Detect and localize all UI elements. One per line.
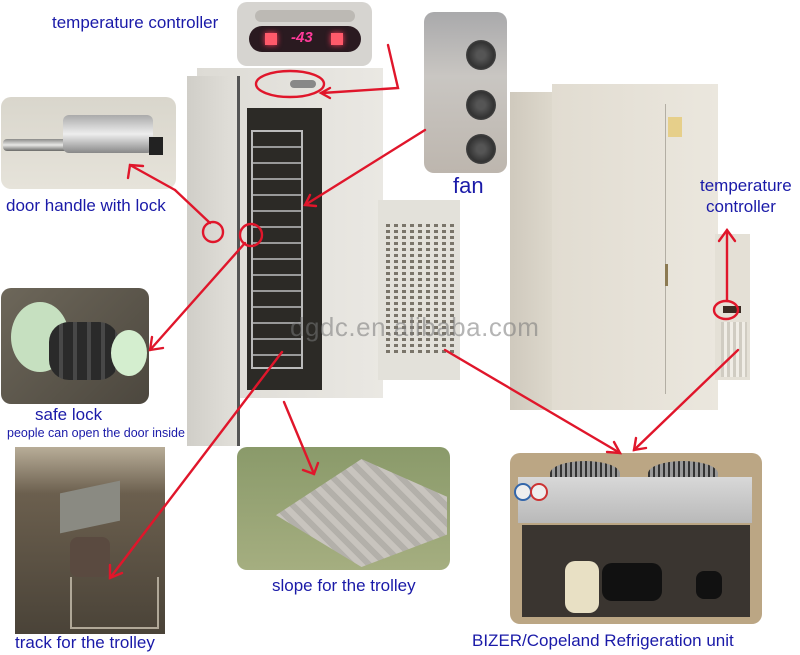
blast-chiller-cabinet-closed bbox=[510, 84, 750, 414]
vent-grille bbox=[382, 224, 458, 354]
label-fan: fan bbox=[453, 173, 484, 198]
label-temperature-controller-right-line2: controller bbox=[706, 197, 776, 216]
safe-lock-photo bbox=[1, 288, 149, 404]
label-safe-lock-note: people can open the door inside bbox=[7, 426, 185, 440]
label-door-handle: door handle with lock bbox=[6, 196, 166, 215]
unit-cover-panel bbox=[518, 477, 752, 523]
controller-display: -43 bbox=[249, 26, 361, 52]
condensing-unit-box bbox=[378, 200, 460, 380]
led-left-icon bbox=[265, 33, 277, 45]
label-temperature-controller-right: temperature controller bbox=[700, 175, 792, 217]
cabinet-door bbox=[187, 76, 240, 446]
label-refrigeration-unit: BIZER/Copeland Refrigeration unit bbox=[472, 631, 734, 650]
slope-ramp bbox=[276, 459, 447, 567]
side-unit bbox=[715, 234, 750, 380]
receiver-tank bbox=[565, 561, 599, 613]
label-track: track for the trolley bbox=[15, 633, 155, 652]
fan-icon bbox=[466, 134, 496, 164]
fan-photo bbox=[424, 12, 507, 173]
slope-photo bbox=[237, 447, 450, 570]
label-plate bbox=[668, 117, 682, 137]
label-temperature-controller-right-line1: temperature bbox=[700, 176, 792, 195]
label-temperature-controller-top: temperature controller bbox=[52, 13, 219, 32]
temperature-controller-slot bbox=[290, 80, 316, 88]
label-safe-lock: safe lock bbox=[35, 405, 103, 424]
led-right-icon bbox=[331, 33, 343, 45]
blast-chiller-cabinet-open bbox=[187, 68, 383, 446]
side-controller-icon bbox=[723, 306, 741, 313]
compressor bbox=[602, 563, 662, 601]
door-latch bbox=[665, 264, 668, 286]
display-reading: -43 bbox=[291, 29, 313, 46]
cabinet-front bbox=[552, 84, 718, 410]
refrigeration-unit-photo bbox=[510, 453, 762, 624]
temperature-controller-photo: -43 bbox=[237, 2, 372, 66]
label-slope: slope for the trolley bbox=[272, 576, 416, 595]
fan-icon bbox=[466, 90, 496, 120]
watermark: dgdc.en.alibaba.com bbox=[290, 312, 540, 342]
trolley-rack bbox=[251, 130, 303, 369]
door-seam bbox=[665, 104, 666, 394]
door-handle-photo bbox=[1, 97, 176, 189]
track-photo bbox=[15, 447, 165, 634]
side-vents bbox=[721, 322, 747, 377]
gauge-icon bbox=[530, 483, 548, 501]
fan-icon bbox=[466, 40, 496, 70]
